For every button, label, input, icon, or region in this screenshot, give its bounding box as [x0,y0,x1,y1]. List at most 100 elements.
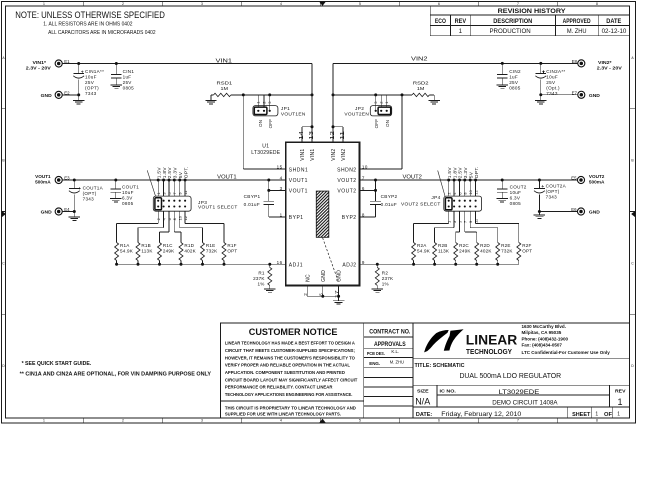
svg-text:0805: 0805 [123,86,135,91]
svg-text:IC NO.: IC NO. [440,389,456,394]
svg-text:0805: 0805 [122,201,134,206]
svg-text:GND: GND [337,270,343,282]
svg-text:1: 1 [617,411,620,417]
svg-text:12: 12 [330,131,336,140]
svg-text:402K: 402K [480,248,492,253]
svg-text:RSD2: RSD2 [413,80,429,85]
svg-text:GND: GND [41,93,53,98]
svg-text:1: 1 [280,212,283,217]
svg-text:249K: 249K [459,248,471,253]
svg-text:1: 1 [459,28,463,35]
svg-text:54.9K: 54.9K [120,248,134,253]
svg-text:25V: 25V [509,80,519,85]
svg-text:TITLE: SCHEMATIC: TITLE: SCHEMATIC [415,363,465,369]
svg-text:13: 13 [309,131,315,140]
svg-text:4: 4 [280,175,283,180]
svg-text:7: 7 [172,192,177,194]
svg-text:9: 9 [362,260,365,265]
svg-text:VIN1: VIN1 [310,148,316,160]
svg-text:3: 3 [201,419,203,423]
svg-text:A: A [2,56,5,60]
svg-text:VOUT2: VOUT2 [337,189,356,195]
svg-text:1.5V: 1.5V [156,167,162,179]
svg-text:R2C: R2C [459,243,469,248]
svg-text:DATE: DATE [606,18,621,25]
svg-text:7343: 7343 [83,197,95,202]
svg-text:6.3V: 6.3V [510,196,521,201]
svg-text:2: 2 [380,102,384,104]
svg-text:113K: 113K [141,248,153,253]
svg-text:6: 6 [457,192,462,194]
svg-text:8: 8 [596,2,598,6]
svg-text:2.5V: 2.5V [458,167,464,179]
svg-text:R1C: R1C [163,243,173,248]
svg-text:LTC Confidential-For Customer: LTC Confidential-For Customer Use Only [522,350,611,355]
svg-text:1: 1 [43,419,45,423]
svg-text:8: 8 [596,419,598,423]
svg-text:JP4: JP4 [431,195,440,201]
svg-text:COUT1: COUT1 [122,185,139,190]
svg-text:OFF: OFF [268,119,273,129]
svg-text:OPT: OPT [522,248,532,253]
svg-text:8: 8 [463,192,468,194]
svg-text:VOUT2EN: VOUT2EN [344,112,369,118]
svg-text:NOTE: UNLESS OTHERWISE SPECIFI: NOTE: UNLESS OTHERWISE SPECIFIED [15,10,165,20]
svg-text:25V: 25V [123,80,133,85]
svg-text:5: 5 [318,293,323,296]
svg-text:9: 9 [178,192,183,194]
svg-text:PERFORMANCE OR RELIABILITY. C: PERFORMANCE OR RELIABILITY. CONTACT LINE… [225,385,333,390]
svg-text:402K: 402K [184,248,196,253]
svg-text:R2D: R2D [480,243,490,248]
svg-text:2.5V: 2.5V [167,167,173,179]
svg-text:APPROVALS: APPROVALS [374,342,406,348]
svg-text:REVISION HISTORY: REVISION HISTORY [498,8,567,15]
svg-text:GND: GND [589,93,601,98]
svg-text:5: 5 [167,192,172,194]
svg-text:10: 10 [362,165,368,170]
svg-text:E8: E8 [572,59,578,64]
svg-text:OPT.: OPT. [474,166,480,178]
svg-text:LT3029EDE: LT3029EDE [499,389,540,396]
svg-text:SHEET: SHEET [572,412,591,418]
svg-text:VIN2: VIN2 [331,148,337,160]
svg-text:SIZE: SIZE [417,389,429,394]
svg-text:VIN2*: VIN2* [598,60,612,65]
svg-text:ON: ON [385,120,390,127]
svg-text:DUAL 500mA LDO REGULATOR: DUAL 500mA LDO REGULATOR [459,373,561,380]
svg-text:VIN2: VIN2 [341,148,347,160]
svg-text:10uF: 10uF [510,190,522,195]
svg-text:R1F: R1F [227,243,236,248]
svg-text:VOUT1EN: VOUT1EN [281,112,306,118]
svg-text:E3: E3 [64,176,70,181]
svg-text:2: 2 [262,102,266,104]
svg-text:DEMO CIRCUIT 1408A: DEMO CIRCUIT 1408A [492,400,558,407]
svg-text:500mA: 500mA [35,179,51,184]
svg-text:1: 1 [43,2,45,6]
svg-text:C: C [2,261,5,265]
svg-text:COUT2A: COUT2A [546,184,567,189]
svg-text:2: 2 [303,293,308,296]
svg-text:D: D [2,364,5,368]
svg-text:16: 16 [277,260,283,265]
svg-text:1.8V: 1.8V [162,167,168,179]
svg-text:2.3V - 20V: 2.3V - 20V [26,65,52,70]
svg-text:0.01uF: 0.01uF [381,202,397,207]
svg-text:14: 14 [299,131,305,140]
svg-text:ADJ1: ADJ1 [289,263,303,269]
svg-text:25V: 25V [546,80,556,85]
svg-text:7: 7 [362,175,365,180]
svg-text:RSD1: RSD1 [217,80,233,85]
svg-text:2: 2 [122,419,124,423]
svg-text:R1A: R1A [120,243,130,248]
svg-text:GND: GND [41,209,53,214]
svg-text:CIRCUIT BOARD LAYOUT MAY SIGNI: CIRCUIT BOARD LAYOUT MAY SIGNIFICANTLY A… [225,377,358,382]
svg-text:OPT: OPT [227,248,237,253]
svg-text:1%: 1% [258,282,265,287]
svg-text:11: 11 [183,191,188,195]
svg-text:SHDN1: SHDN1 [289,167,308,173]
svg-text:GND: GND [321,270,327,282]
svg-text:ADJ2: ADJ2 [342,263,356,269]
svg-text:2: 2 [156,218,161,220]
svg-text:4: 4 [280,419,282,423]
svg-text:VIN1: VIN1 [300,148,306,160]
